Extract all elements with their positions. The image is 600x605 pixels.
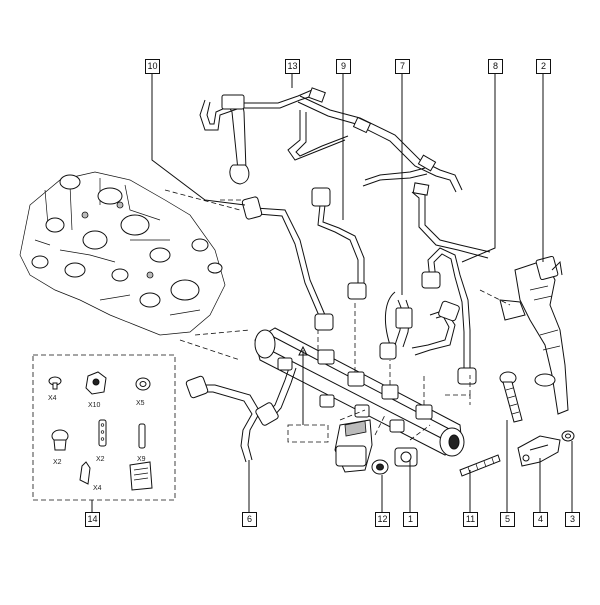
callout-12[interactable]: 12 <box>375 512 390 527</box>
callout-14[interactable]: 14 <box>85 512 100 527</box>
high-pressure-pipe-10[interactable] <box>241 196 334 331</box>
kit-qty-ferrule: X2 <box>53 459 62 466</box>
callout-1[interactable]: 1 <box>403 512 418 527</box>
callout-5[interactable]: 5 <box>500 512 515 527</box>
high-pressure-pipe-9[interactable] <box>311 187 367 300</box>
rail-pressure-sensor[interactable] <box>334 419 373 473</box>
kit-qty-nut: X10 <box>88 402 101 409</box>
callout-2[interactable]: 2 <box>536 59 551 74</box>
leader-lines <box>91 70 573 512</box>
rail-sealing-nut[interactable] <box>371 459 389 475</box>
kit-part-ferrule[interactable] <box>51 429 69 451</box>
fuel-injector[interactable] <box>499 255 569 415</box>
injector-clamp[interactable] <box>517 435 561 467</box>
callout-13[interactable]: 13 <box>285 59 300 74</box>
callout-8[interactable]: 8 <box>488 59 503 74</box>
callout-7[interactable]: 7 <box>395 59 410 74</box>
high-pressure-pump[interactable] <box>19 171 226 336</box>
high-pressure-pipe-7[interactable] <box>379 291 460 360</box>
rail-mounting-stud[interactable] <box>459 454 501 477</box>
kit-qty-washer: X4 <box>48 395 57 402</box>
callout-10[interactable]: 10 <box>145 59 160 74</box>
callout-11[interactable]: 11 <box>463 512 478 527</box>
callout-6[interactable]: 6 <box>242 512 257 527</box>
high-pressure-pipe-6[interactable] <box>185 357 297 463</box>
callout-3[interactable]: 3 <box>565 512 580 527</box>
injector-copper-washer[interactable] <box>561 430 575 442</box>
injector-clamp-bolt[interactable] <box>499 371 523 423</box>
kit-qty-seal: X5 <box>136 400 145 407</box>
kit-qty-sleeve: X2 <box>96 456 105 463</box>
kit-part-washer[interactable] <box>48 376 62 390</box>
kit-part-nut[interactable] <box>85 371 107 395</box>
kit-qty-clip: X4 <box>93 485 102 492</box>
callout-4[interactable]: 4 <box>533 512 548 527</box>
kit-part-spacer[interactable] <box>138 423 146 449</box>
kit-qty-spacer: X9 <box>137 456 146 463</box>
high-pressure-pipe-8[interactable] <box>421 247 477 385</box>
kit-part-clip[interactable] <box>79 461 91 485</box>
kit-part-sleeve[interactable] <box>98 419 107 447</box>
fuel-return-pipe-assembly[interactable] <box>199 87 491 259</box>
kit-part-instruction-sheet[interactable] <box>129 461 153 491</box>
kit-part-seal[interactable] <box>135 377 151 391</box>
callout-9[interactable]: 9 <box>336 59 351 74</box>
